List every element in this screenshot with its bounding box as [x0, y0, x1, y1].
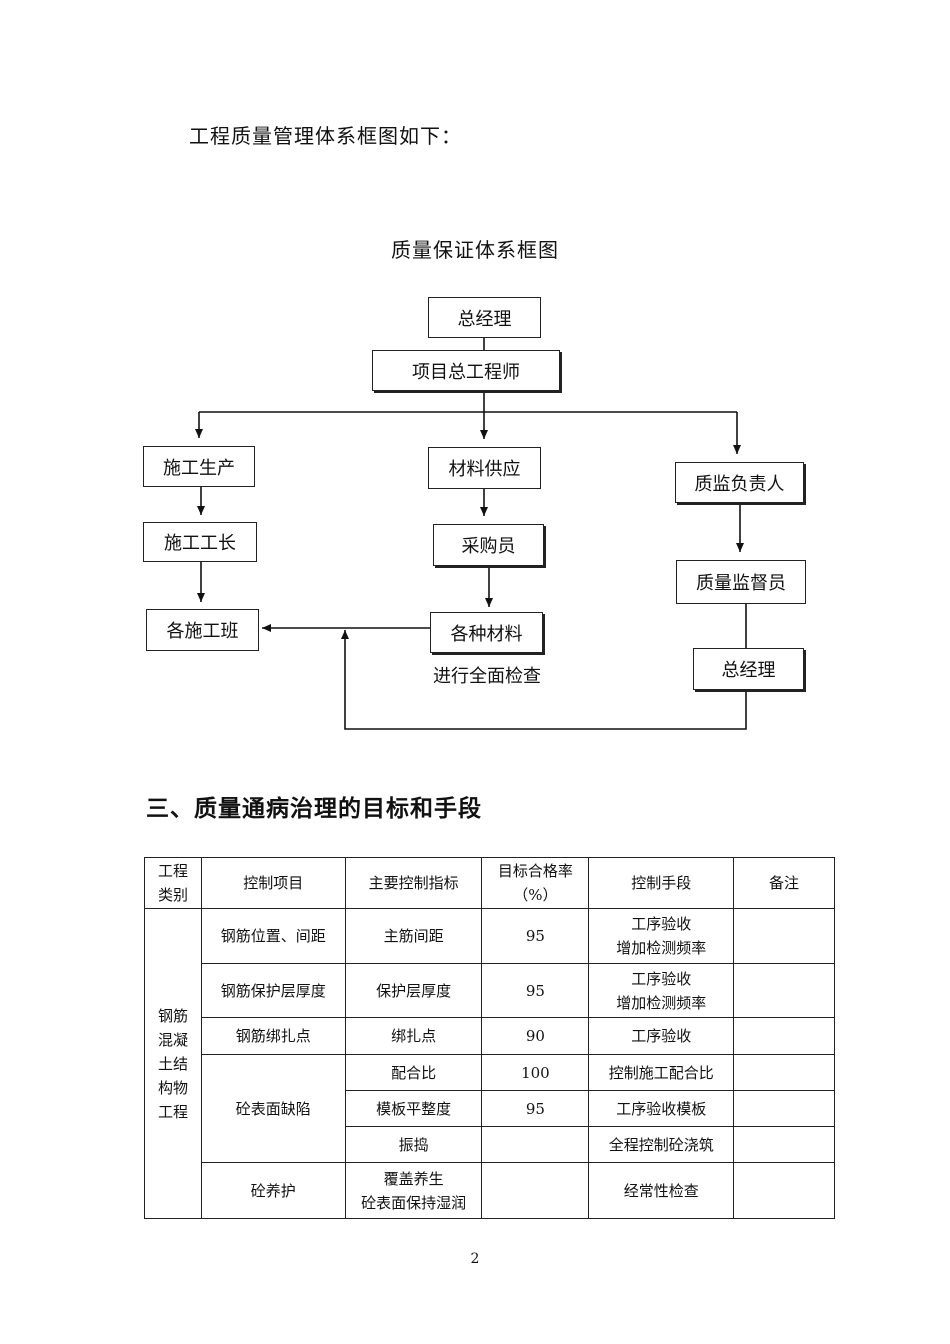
table-row: 振捣 全程控制砼浇筑	[145, 1126, 835, 1163]
rate-cell: 95	[481, 908, 590, 964]
item-cell: 砼表面缺陷	[200, 1054, 346, 1163]
table-row: 砼养护 覆盖养生砼表面保持湿润 经常性检查	[145, 1162, 835, 1219]
node-construction-teams: 各施工班	[146, 609, 259, 651]
method-cell: 控制施工配合比	[588, 1054, 735, 1091]
header-remark: 备注	[733, 857, 835, 909]
node-quality-supervisor: 质量监督员	[676, 560, 806, 604]
item-cell: 砼养护	[200, 1162, 346, 1219]
table-row: 砼表面缺陷 配合比 100 控制施工配合比	[145, 1054, 835, 1163]
node-general-manager-bottom: 总经理	[693, 648, 804, 690]
page-number: 2	[470, 1251, 480, 1267]
rate-cell: 100	[481, 1054, 590, 1091]
node-quality-head: 质监负责人	[675, 462, 804, 503]
rate-cell: 95	[481, 1090, 590, 1127]
intro-text: 工程质量管理体系框图如下：	[189, 124, 462, 148]
table-row: 钢筋绑扎点 绑扎点 90 工序验收	[145, 1017, 835, 1055]
method-cell: 工序验收	[588, 1017, 735, 1055]
method-cell: 经常性检查	[588, 1162, 735, 1219]
node-general-manager-top: 总经理	[428, 297, 541, 338]
remark-cell	[733, 963, 835, 1018]
item-cell: 钢筋位置、间距	[200, 908, 346, 964]
node-purchaser: 采购员	[433, 524, 544, 566]
category-cell: 钢筋混凝土结构物工程	[144, 908, 202, 1219]
section-heading: 三、质量通病治理的目标和手段	[146, 796, 482, 822]
quality-table: 工程类别 控制项目 主要控制指标 目标合格率（%） 控制手段 备注 钢筋混凝土结…	[144, 857, 835, 1219]
indicator-cell: 绑扎点	[344, 1017, 483, 1055]
remark-cell	[733, 1162, 835, 1219]
method-cell: 全程控制砼浇筑	[588, 1126, 735, 1163]
node-material-supply: 材料供应	[428, 447, 541, 489]
note-full-inspection: 进行全面检查	[433, 666, 541, 687]
remark-cell	[733, 908, 835, 964]
remark-cell	[733, 1054, 835, 1091]
node-construction-foreman: 施工工长	[143, 522, 257, 562]
rate-cell: 90	[481, 1017, 590, 1055]
header-rate: 目标合格率（%）	[481, 857, 590, 909]
indicator-cell: 主筋间距	[344, 908, 483, 964]
node-materials: 各种材料	[430, 612, 543, 653]
rate-cell	[481, 1162, 590, 1219]
header-method: 控制手段	[588, 857, 735, 909]
header-item: 控制项目	[200, 857, 346, 909]
node-chief-engineer: 项目总工程师	[372, 350, 560, 391]
rate-cell: 95	[481, 963, 590, 1018]
table-row: 钢筋混凝土结构物工程 钢筋位置、间距 主筋间距 95 工序验收增加检测频率	[144, 908, 835, 1219]
diagram-connectors	[195, 338, 747, 730]
item-cell: 钢筋绑扎点	[200, 1017, 346, 1055]
indicator-cell: 振捣	[344, 1126, 483, 1163]
feedback-arrow	[341, 630, 747, 730]
method-cell: 工序验收增加检测频率	[588, 908, 735, 964]
indicator-cell: 覆盖养生砼表面保持湿润	[344, 1162, 483, 1219]
remark-cell	[733, 1126, 835, 1163]
indicator-cell: 模板平整度	[344, 1090, 483, 1127]
remark-cell	[733, 1017, 835, 1055]
table-header-row: 工程类别 控制项目 主要控制指标 目标合格率（%） 控制手段 备注	[144, 857, 835, 909]
table-row: 钢筋保护层厚度 保护层厚度 95 工序验收增加检测频率	[145, 963, 835, 1018]
header-indicator: 主要控制指标	[344, 857, 483, 909]
method-cell: 工序验收模板	[588, 1090, 735, 1127]
diagram-title: 质量保证体系框图	[391, 238, 559, 262]
header-category: 工程类别	[144, 857, 202, 909]
rate-cell	[481, 1126, 590, 1163]
indicator-cell: 配合比	[344, 1054, 483, 1091]
node-construction-production: 施工生产	[143, 446, 255, 487]
indicator-cell: 保护层厚度	[344, 963, 483, 1018]
remark-cell	[733, 1090, 835, 1127]
method-cell: 工序验收增加检测频率	[588, 963, 735, 1018]
item-cell: 钢筋保护层厚度	[200, 963, 346, 1018]
